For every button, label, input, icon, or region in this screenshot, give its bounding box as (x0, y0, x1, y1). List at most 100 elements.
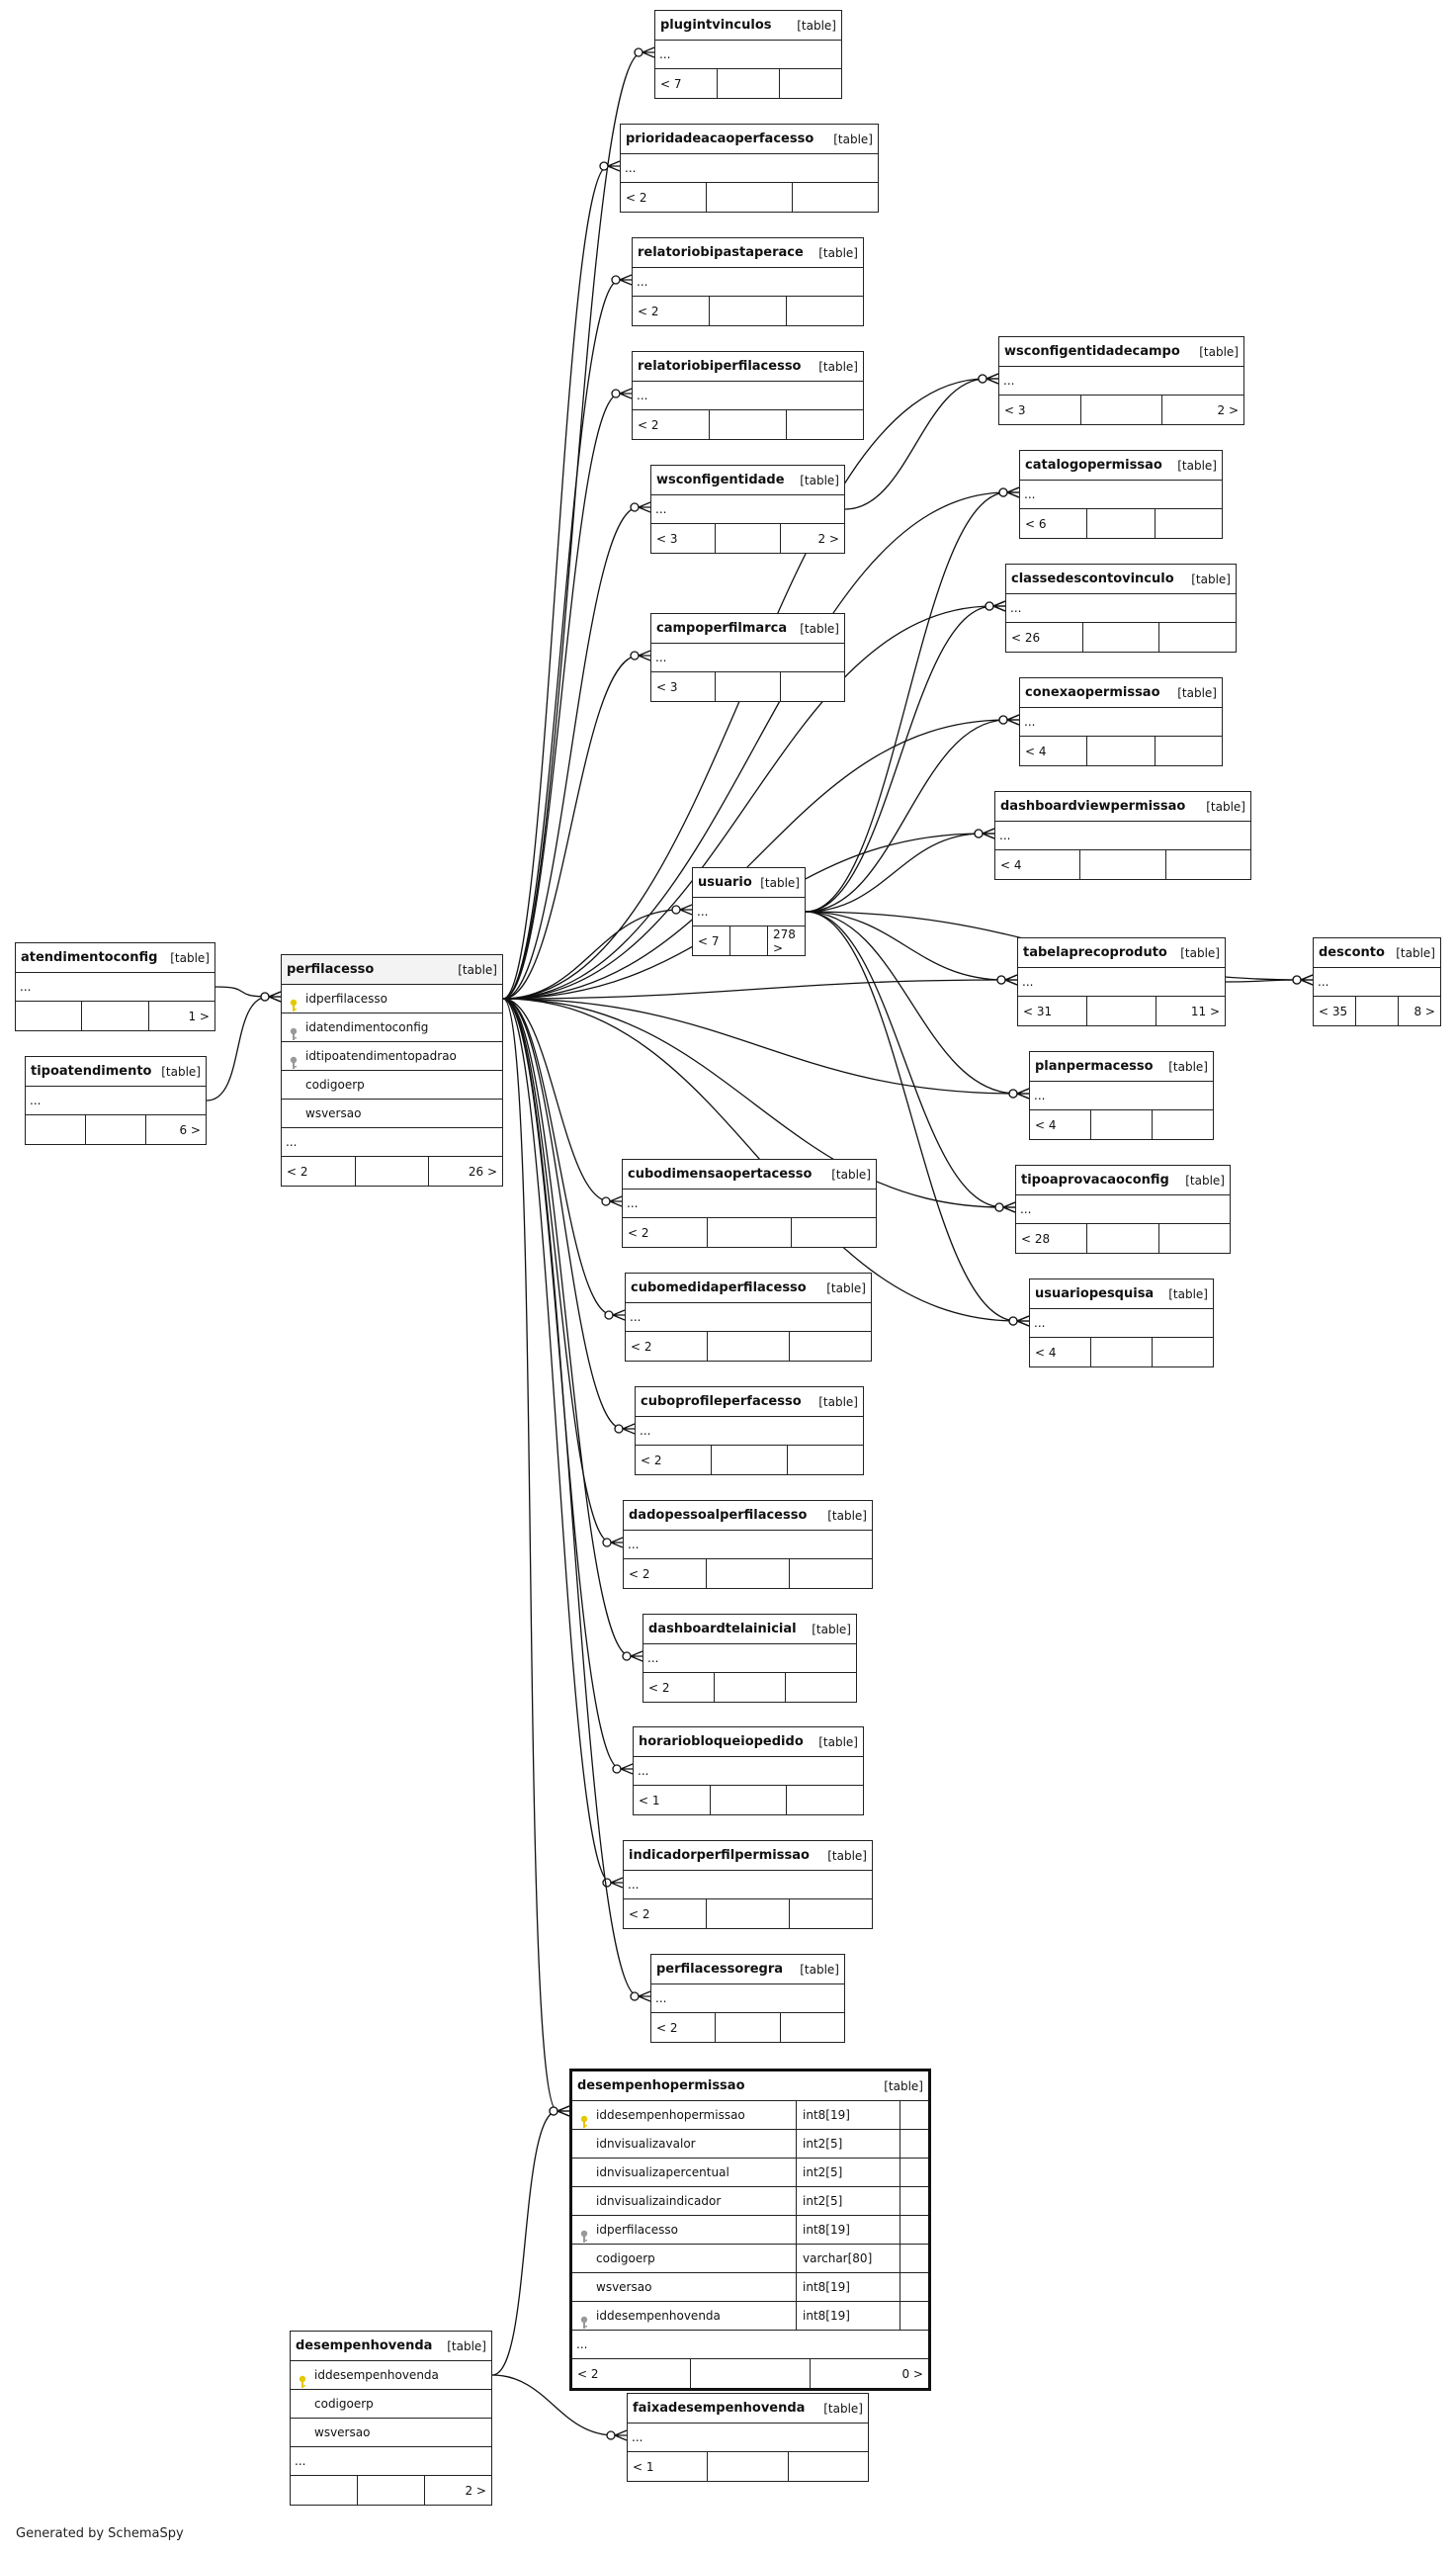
table-header[interactable]: tipoatendimento[table] (26, 1057, 206, 1087)
column-row[interactable]: wsversao (291, 2419, 491, 2447)
column-row[interactable]: codigoerp (291, 2390, 491, 2419)
table-header[interactable]: atendimentoconfig[table] (16, 943, 214, 973)
table-tipoatendimento[interactable]: tipoatendimento[table]...6 > (25, 1056, 207, 1145)
children-count[interactable] (786, 297, 863, 325)
table-cuboprofileperfacesso[interactable]: cuboprofileperfacesso[table]...< 2 (635, 1386, 864, 1475)
table-name[interactable]: usuario (698, 875, 752, 890)
more-columns-ellipsis[interactable]: ... (572, 2331, 928, 2359)
table-name[interactable]: relatoriobipastaperace (638, 245, 804, 260)
table-name[interactable]: tipoatendimento (31, 1064, 152, 1079)
children-count[interactable]: 6 > (145, 1115, 206, 1144)
table-header[interactable]: tipoaprovacaoconfig[table] (1016, 1166, 1230, 1195)
more-columns-ellipsis[interactable]: ... (291, 2447, 491, 2476)
children-count[interactable]: 2 > (779, 524, 844, 553)
children-count[interactable] (792, 183, 878, 212)
children-count[interactable]: 0 > (809, 2359, 928, 2388)
children-count[interactable] (779, 69, 841, 98)
table-usuariopesquisa[interactable]: usuariopesquisa[table]...< 4 (1029, 1278, 1214, 1367)
table-name[interactable]: perfilacessoregra (656, 1962, 784, 1977)
table-name[interactable]: faixadesempenhovenda (633, 2401, 806, 2416)
table-header[interactable]: horariobloqueiopedido[table] (634, 1727, 863, 1757)
children-count[interactable]: 26 > (428, 1157, 502, 1186)
parents-count[interactable]: < 3 (1004, 402, 1026, 417)
more-columns-ellipsis[interactable]: ... (282, 1128, 502, 1157)
table-dadopessoalperfilacesso[interactable]: dadopessoalperfilacesso[table]...< 2 (623, 1500, 873, 1589)
table-name[interactable]: campoperfilmarca (656, 621, 788, 636)
children-count[interactable] (1157, 1224, 1230, 1253)
table-name[interactable]: classedescontovinculo (1011, 572, 1174, 586)
table-name[interactable]: cuboprofileperfacesso (641, 1394, 802, 1409)
more-columns-ellipsis[interactable]: ... (621, 154, 878, 183)
parents-count[interactable]: < 2 (631, 1339, 652, 1354)
children-count[interactable] (787, 2452, 868, 2481)
more-columns-ellipsis[interactable]: ... (693, 898, 805, 926)
parents-count[interactable]: < 2 (626, 190, 647, 205)
parents-count[interactable]: < 3 (656, 531, 678, 546)
parents-count[interactable]: < 7 (660, 76, 682, 91)
more-columns-ellipsis[interactable]: ... (626, 1303, 871, 1332)
table-name[interactable]: desempenhovenda (296, 2338, 433, 2353)
table-perfilacessoregra[interactable]: perfilacessoregra[table]...< 2 (650, 1954, 845, 2043)
parents-count[interactable]: < 2 (656, 2020, 678, 2035)
more-columns-ellipsis[interactable]: ... (634, 1757, 863, 1786)
more-columns-ellipsis[interactable]: ... (1314, 968, 1440, 997)
table-name[interactable]: tipoaprovacaoconfig (1021, 1173, 1169, 1188)
parents-count[interactable]: < 26 (1011, 630, 1041, 645)
table-header[interactable]: desempenhopermissao[table] (572, 2071, 928, 2101)
children-count[interactable] (786, 410, 863, 439)
table-relatoriobipastaperace[interactable]: relatoriobipastaperace[table]...< 2 (632, 237, 864, 326)
more-columns-ellipsis[interactable]: ... (1020, 708, 1222, 737)
more-columns-ellipsis[interactable]: ... (1016, 1195, 1230, 1224)
table-name[interactable]: conexaopermissao (1025, 685, 1160, 700)
parents-count[interactable]: < 35 (1319, 1004, 1348, 1018)
table-prioridadeacaoperfacesso[interactable]: prioridadeacaoperfacesso[table]... < 2 (620, 124, 879, 213)
table-header[interactable]: campoperfilmarca[table] (651, 614, 844, 644)
children-count[interactable] (779, 2013, 844, 2042)
children-count[interactable] (789, 1559, 872, 1588)
more-columns-ellipsis[interactable]: ... (651, 1984, 844, 2013)
table-name[interactable]: cubomedidaperfilacesso (631, 1280, 807, 1295)
table-name[interactable]: atendimentoconfig (21, 950, 158, 965)
children-count[interactable]: 2 > (424, 2476, 491, 2505)
parents-count[interactable]: < 2 (629, 1566, 650, 1581)
table-header[interactable]: catalogopermissao[table] (1020, 451, 1222, 481)
table-name[interactable]: catalogopermissao (1025, 458, 1162, 473)
more-columns-ellipsis[interactable]: ... (655, 41, 841, 69)
children-count[interactable] (785, 1673, 856, 1702)
table-classedescontovinculo[interactable]: classedescontovinculo[table]...< 26 (1005, 564, 1237, 653)
table-cubodimensaopertacesso[interactable]: cubodimensaopertacesso[table]...< 2 (622, 1159, 877, 1248)
parents-count[interactable]: < 2 (638, 304, 659, 318)
table-dashboardtelainicial[interactable]: dashboardtelainicial[table]...< 2 (642, 1614, 857, 1703)
table-planpermacesso[interactable]: planpermacesso[table]...< 4 (1029, 1051, 1214, 1140)
table-faixadesempenhovenda[interactable]: faixadesempenhovenda[table]...< 1 (627, 2393, 869, 2482)
table-header[interactable]: desconto[table] (1314, 938, 1440, 968)
children-count[interactable] (779, 672, 844, 701)
parents-count[interactable]: < 4 (1025, 744, 1047, 758)
table-header[interactable]: dashboardviewpermissao[table] (995, 792, 1250, 822)
more-columns-ellipsis[interactable]: ... (1018, 968, 1225, 997)
parents-count[interactable]: < 4 (1000, 857, 1022, 872)
table-header[interactable]: prioridadeacaoperfacesso[table] (621, 125, 878, 154)
parents-count[interactable]: < 3 (656, 679, 678, 694)
more-columns-ellipsis[interactable]: ... (623, 1190, 876, 1218)
table-header[interactable]: planpermacesso[table] (1030, 1052, 1213, 1082)
children-count[interactable]: 1 > (147, 1002, 214, 1030)
children-count[interactable] (789, 1899, 872, 1928)
table-header[interactable]: relatoriobipastaperace[table] (633, 238, 863, 268)
table-name[interactable]: usuariopesquisa (1035, 1286, 1155, 1301)
table-conexaopermissao[interactable]: conexaopermissao[table]... < 4 (1019, 677, 1223, 766)
parents-count[interactable]: < 1 (633, 2459, 654, 2474)
parents-count[interactable]: < 2 (629, 1906, 650, 1921)
table-header[interactable]: dashboardtelainicial[table] (643, 1615, 856, 1644)
more-columns-ellipsis[interactable]: ... (651, 644, 844, 672)
table-header[interactable]: conexaopermissao[table] (1020, 678, 1222, 708)
table-name[interactable]: plugintvinculos (660, 18, 772, 33)
table-horariobloqueiopedido[interactable]: horariobloqueiopedido[table]...< 1 (633, 1726, 864, 1815)
table-cubomedidaperfilacesso[interactable]: cubomedidaperfilacesso[table]...< 2 (625, 1273, 872, 1362)
